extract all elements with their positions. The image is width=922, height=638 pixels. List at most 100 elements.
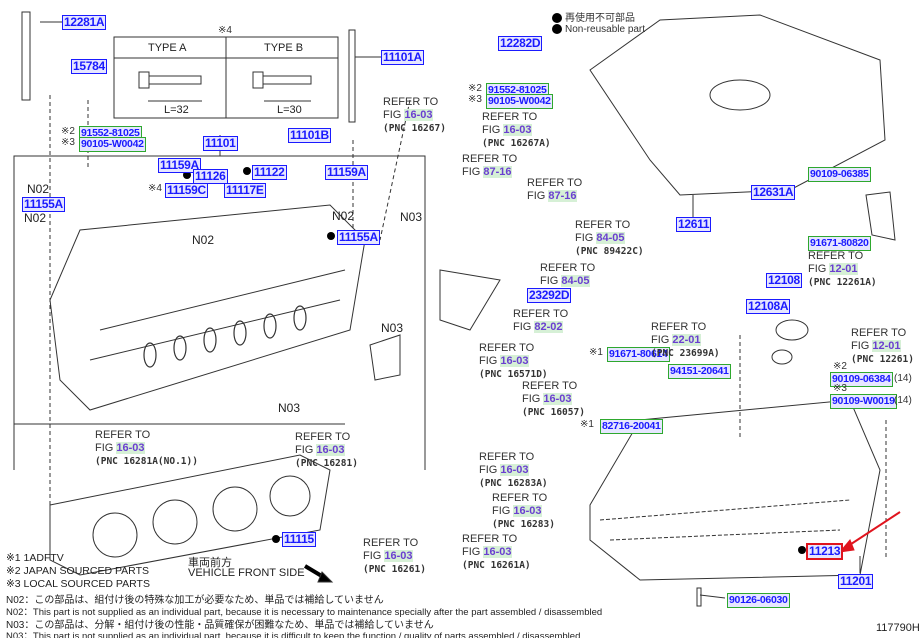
fig-link[interactable]: 16-03 [500, 464, 529, 476]
part-91671-80614[interactable]: 91671-80614 [607, 347, 670, 362]
mark-type: ※4 [148, 183, 162, 194]
part-12611[interactable]: 12611 [676, 217, 712, 232]
part-90105-w0042-2[interactable]: 90105-W0042 [486, 94, 553, 109]
type-a-label: TYPE A [148, 42, 187, 54]
footnote-3: ※3 LOCAL SOURCED PARTS [6, 578, 150, 590]
part-11155a[interactable]: 11155A [22, 197, 65, 212]
fig-link[interactable]: 12-01 [872, 340, 901, 352]
part-90109-06384[interactable]: 90109-06384 [830, 372, 893, 387]
part-15784[interactable]: 15784 [71, 59, 107, 74]
bolt-type-b-drawing [252, 71, 312, 102]
mark-japan: ※2 [468, 83, 482, 94]
legend-en-text: Non-reusable part [565, 24, 646, 35]
fig-link[interactable]: 16-03 [483, 546, 512, 558]
fig-link[interactable]: 16-03 [500, 355, 529, 367]
part-90126-06030[interactable]: 90126-06030 [727, 593, 790, 608]
part-90109-w0019[interactable]: 90109-W0019 [830, 394, 897, 409]
fig-link[interactable]: 16-03 [503, 124, 532, 136]
valve-cover-drawing [589, 399, 881, 581]
footnote-1: ※1 1ADFTV [6, 552, 64, 564]
note-n03-en: N03：This part is not supplied as an indi… [6, 631, 581, 638]
fig-link[interactable]: 12-01 [829, 263, 858, 275]
part-11159a-2[interactable]: 11159A [325, 165, 368, 180]
part-11122[interactable]: 11122 [252, 165, 287, 180]
part-11101[interactable]: 11101 [203, 136, 238, 151]
fig-link[interactable]: 87-16 [483, 166, 512, 178]
part-12282d[interactable]: 12282D [498, 36, 543, 51]
non-reusable-dot-icon [552, 24, 562, 35]
legend-jp: 再使用不可部品 [552, 9, 635, 24]
note-n02-en: N02：This part is not supplied as an indi… [6, 607, 603, 618]
part-11201[interactable]: 11201 [838, 574, 874, 589]
type-b-label: TYPE B [264, 42, 304, 54]
part-11115[interactable]: 11115 [282, 532, 316, 547]
n03-label: N03 [400, 210, 423, 224]
part-11155a-2[interactable]: 11155A [337, 230, 380, 245]
fig-link[interactable]: 22-01 [672, 334, 701, 346]
n02-label: N02 [332, 209, 355, 223]
part-11126[interactable]: 11126 [193, 169, 228, 184]
part-12281a[interactable]: 12281A [62, 15, 107, 30]
part-82716-20041[interactable]: 82716-20041 [600, 419, 663, 434]
part-90109-06385[interactable]: 90109-06385 [808, 167, 871, 182]
fig-link[interactable]: 16-03 [513, 505, 542, 517]
type-b-length: L=30 [277, 104, 302, 116]
type-a-length: L=32 [164, 104, 189, 116]
type-box-mark: ※4 [218, 25, 232, 36]
fig-link[interactable]: 87-16 [548, 190, 577, 202]
part-12631a[interactable]: 12631A [751, 185, 796, 200]
part-12108[interactable]: 12108 [766, 273, 802, 288]
mark-engine: ※1 [589, 347, 603, 358]
part-91671-80820[interactable]: 91671-80820 [808, 236, 871, 251]
part-12108a[interactable]: 12108A [746, 299, 791, 314]
mark-engine: ※1 [580, 419, 594, 430]
part-94151-20641[interactable]: 94151-20641 [668, 364, 731, 379]
part-11101a[interactable]: 11101A [381, 50, 424, 65]
fig-link[interactable]: 16-03 [404, 109, 433, 121]
fig-link[interactable]: 16-03 [116, 442, 145, 454]
fig-link[interactable]: 16-03 [316, 444, 345, 456]
quantity: (14) [894, 373, 912, 384]
fig-link[interactable]: 84-05 [596, 232, 625, 244]
part-11159a[interactable]: 11159A [158, 158, 201, 173]
note-n03-jp: N03：この部品は、分解・組付け後の性能・品質確保が困難なため、単品では補給して… [6, 620, 434, 631]
part-11101b[interactable]: 11101B [288, 128, 331, 143]
vehicle-front-en: VEHICLE FRONT SIDE [188, 567, 305, 579]
quantity: (14) [894, 395, 912, 406]
footnote-2: ※2 JAPAN SOURCED PARTS [6, 565, 149, 577]
cylinder-head-drawing [49, 204, 366, 411]
fig-link[interactable]: 84-05 [561, 275, 590, 287]
part-23292d[interactable]: 23292D [527, 288, 572, 303]
part-11159c[interactable]: 11159C [165, 183, 208, 198]
bolt-type-a-drawing [138, 71, 202, 102]
mark-japan: ※2 [61, 126, 75, 137]
n03-label: N03 [381, 321, 404, 335]
part-11213-highlighted[interactable]: 11213 [806, 543, 844, 560]
fig-link[interactable]: 16-03 [384, 550, 413, 562]
legend-jp-text: 再使用不可部品 [565, 13, 635, 24]
n02-label: N02 [27, 182, 50, 196]
part-90105-w0042[interactable]: 90105-W0042 [79, 137, 146, 152]
fig-link[interactable]: 82-02 [534, 321, 563, 333]
part-11117e[interactable]: 11117E [224, 183, 266, 198]
legend-en: Non-reusable part [552, 24, 645, 35]
note-n02-jp: N02：この部品は、組付け後の特殊な加工が必要なため、単品では補給していません [6, 595, 384, 606]
fig-link[interactable]: 16-03 [543, 393, 572, 405]
illustration-id: 117790H [876, 622, 920, 634]
engine-cover-drawing [589, 14, 886, 196]
